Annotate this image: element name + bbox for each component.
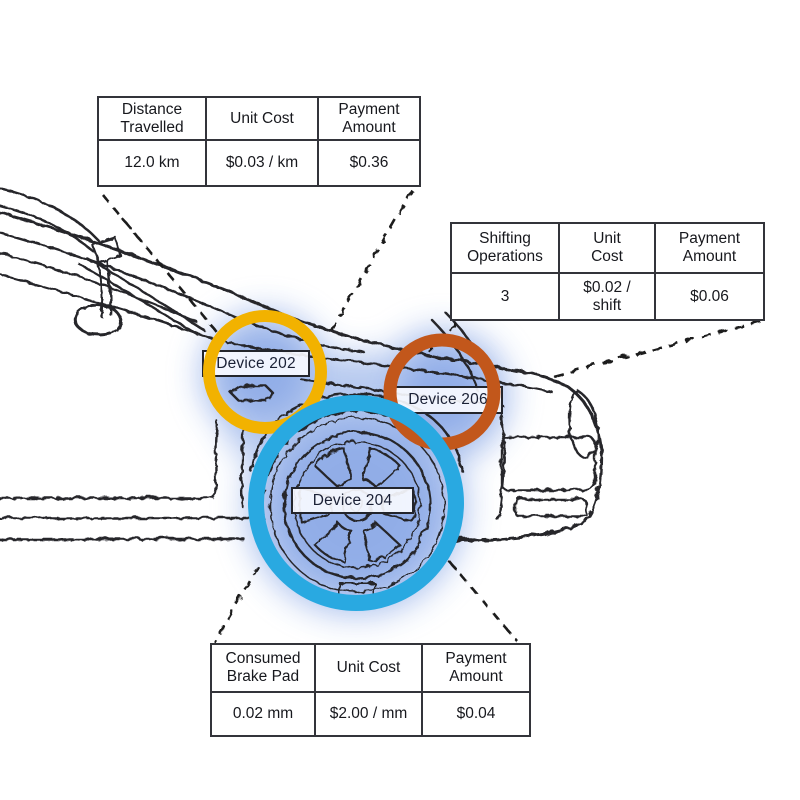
car-headlight (566, 387, 599, 458)
header-cell: Unit Cost (314, 643, 423, 693)
header-cell: Shifting Operations (450, 222, 560, 274)
device-206-label-text: Device 206 (408, 391, 488, 408)
device-204-label-text: Device 204 (312, 491, 393, 509)
header-cell: Unit Cost (205, 96, 319, 141)
car-a-pillar-line-a (75, 260, 199, 336)
value-cell: $0.03 / km (205, 139, 319, 187)
value-cell: $2.00 / mm (314, 691, 423, 737)
header-cell: Consumed Brake Pad (210, 643, 316, 693)
car-window-sill-line (0, 251, 198, 323)
payment-table-shifting: Shifting Operations Unit Cost Payment Am… (450, 222, 765, 321)
car-side-mirror (72, 302, 121, 336)
device-202-label-text: Device 202 (216, 354, 296, 372)
car-lower-vent (512, 496, 587, 517)
payment-table-distance: Distance Travelled Unit Cost Payment Amo… (97, 96, 421, 187)
car-rear-deck-line-a (0, 186, 99, 241)
value-cell: 12.0 km (97, 139, 207, 187)
car-rear-deck-line-b (0, 203, 94, 252)
table-value-row: 0.02 mm $2.00 / mm $0.04 (210, 691, 531, 737)
device-202-label: Device 202 (202, 350, 310, 377)
header-cell: Payment Amount (421, 643, 531, 693)
car-rocker-line-1 (0, 418, 218, 499)
car-b-pillar-panel (89, 234, 121, 264)
car-pillar-drop-a (95, 260, 102, 317)
payment-table-brake: Consumed Brake Pad Unit Cost Payment Amo… (210, 643, 531, 737)
header-cell: Distance Travelled (97, 96, 207, 141)
car-front-face-outline (449, 383, 602, 541)
value-cell: $0.06 (654, 272, 765, 321)
car-a-pillar-line-b (83, 254, 205, 331)
table-value-row: 3 $0.02 / shift $0.06 (450, 272, 765, 321)
header-cell: Payment Amount (654, 222, 765, 274)
connector-distance-right (329, 188, 413, 330)
value-cell: $0.36 (317, 139, 421, 187)
value-cell: 3 (450, 272, 560, 321)
connector-shifting-right (547, 318, 760, 378)
value-cell: 0.02 mm (210, 691, 316, 737)
car-grille (498, 434, 596, 491)
device-204-label: Device 204 (291, 487, 414, 514)
table-header-row: Distance Travelled Unit Cost Payment Amo… (97, 96, 421, 141)
value-cell: $0.04 (421, 691, 531, 737)
table-header-row: Shifting Operations Unit Cost Payment Am… (450, 222, 765, 274)
device-206-label: Device 206 (393, 386, 503, 414)
connector-brake-right (447, 559, 517, 641)
car-pillar-drop-b (104, 258, 111, 315)
header-cell: Unit Cost (558, 222, 656, 274)
connector-brake-left (211, 564, 259, 642)
header-cell: Payment Amount (317, 96, 421, 141)
value-cell: $0.02 / shift (558, 272, 656, 321)
table-value-row: 12.0 km $0.03 / km $0.36 (97, 139, 421, 187)
table-header-row: Consumed Brake Pad Unit Cost Payment Amo… (210, 643, 531, 693)
